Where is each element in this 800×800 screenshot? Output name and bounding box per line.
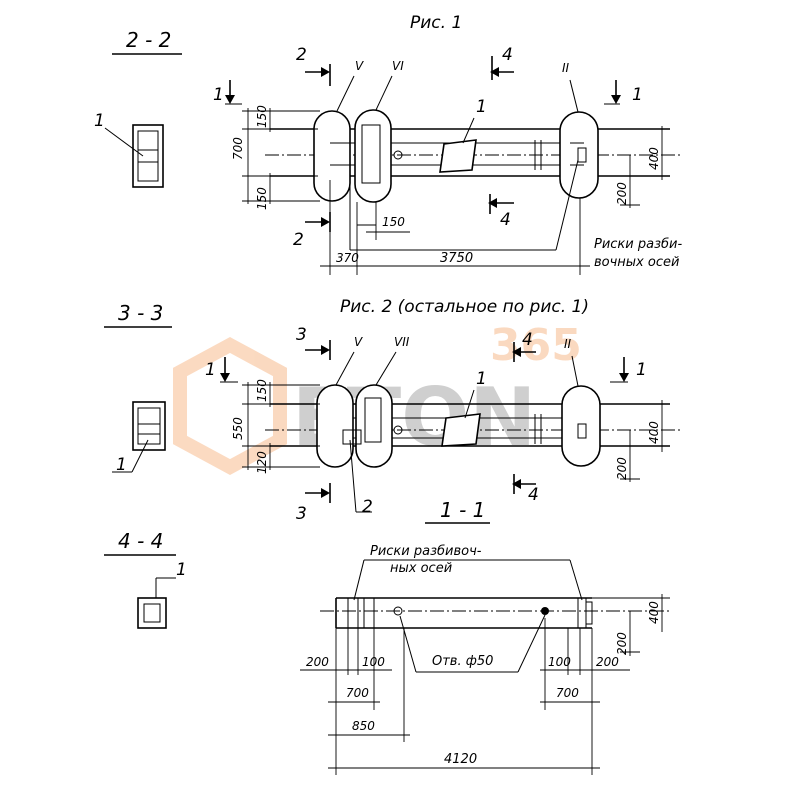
s11-dim-850: 850 <box>352 719 375 733</box>
section-4-4-callout-1: 1 <box>176 560 187 580</box>
fig1-support-mid <box>354 109 392 203</box>
fig2-dim-120: 120 <box>255 451 269 474</box>
fig1-dim-370: 370 <box>336 251 359 265</box>
section-1-1: 1 - 1 Риски разбивоч- ных осей Отв. ф50 … <box>300 498 670 775</box>
fig2-callout-2: 2 <box>362 497 373 517</box>
fig1-callout-vi: VI <box>392 59 404 73</box>
fig1-support-left <box>313 110 351 202</box>
fig1-dim-3750: 3750 <box>440 251 473 266</box>
section-2-2-callout-1: 1 <box>94 111 105 131</box>
fig2-section-1-right: 1 <box>636 360 647 380</box>
fig2-callout-v: V <box>354 335 363 349</box>
fig1-dim-200: 200 <box>615 182 629 205</box>
fig1-callout-v: V <box>355 59 364 73</box>
fig1-dim-700: 700 <box>231 137 245 160</box>
fig2-section-3-bottom: 3 <box>296 504 307 524</box>
fig2-title: Рис. 2 (остальное по рис. 1) <box>340 297 589 317</box>
fig2-support-left <box>316 384 354 468</box>
section-4-4: 4 - 4 1 <box>104 529 187 629</box>
fig1-section-1-right: 1 <box>632 85 643 105</box>
fig2-section-4-top: 4 <box>522 330 533 350</box>
fig2-callout-vii: VII <box>394 335 410 349</box>
fig1-section-1-left: 1 <box>213 85 224 105</box>
fig2-dim-550: 550 <box>231 417 245 440</box>
figure-2: Рис. 2 (остальное по рис. 1) 1 1 3 3 4 4 <box>205 297 680 524</box>
fig1-section-2-bottom: 2 <box>293 230 304 250</box>
section-4-4-title: 4 - 4 <box>118 529 163 553</box>
s11-note-line2: ных осей <box>390 561 452 576</box>
fig2-dim-150: 150 <box>255 379 269 402</box>
figure-1: Рис. 1 1 1 2 2 4 4 <box>213 13 682 275</box>
fig1-section-4-top: 4 <box>502 45 513 65</box>
section-3-3-callout-1: 1 <box>116 455 127 475</box>
fig1-note-line1: Риски разби- <box>594 237 682 252</box>
section-3-3: 3 - 3 1 <box>104 301 172 475</box>
s11-dim-400: 400 <box>647 601 661 624</box>
fig2-dim-400: 400 <box>647 421 661 444</box>
fig1-dim-150-bottom: 150 <box>255 187 269 210</box>
fig1-dim-150-top: 150 <box>255 105 269 128</box>
s11-dim-200-right: 200 <box>596 655 619 669</box>
s11-dim-700-left: 700 <box>346 686 369 700</box>
fig2-support-right <box>561 385 601 467</box>
fig2-section-3-top: 3 <box>296 325 307 345</box>
fig2-section-4-bottom: 4 <box>528 485 539 505</box>
s11-dim-4120: 4120 <box>444 752 477 767</box>
fig2-support-mid <box>355 384 393 468</box>
section-1-1-title: 1 - 1 <box>440 498 485 522</box>
fig1-title: Рис. 1 <box>410 13 462 33</box>
fig1-section-2-top: 2 <box>296 45 307 65</box>
s11-dim-100-left: 100 <box>362 655 385 669</box>
fig2-callout-ii: II <box>564 337 572 351</box>
fig1-support-right <box>559 111 599 199</box>
s11-dim-700-right: 700 <box>556 686 579 700</box>
fig1-callout-1: 1 <box>476 97 487 117</box>
fig1-dim-150-mid: 150 <box>382 215 405 229</box>
section-2-2-title: 2 - 2 <box>126 28 171 52</box>
watermark-number: 365 <box>490 320 582 371</box>
fig1-dim-400: 400 <box>647 147 661 170</box>
s11-dim-200-left: 200 <box>306 655 329 669</box>
s11-dim-100-right: 100 <box>548 655 571 669</box>
s11-hole-note: Отв. ф50 <box>432 654 493 669</box>
fig2-callout-1: 1 <box>476 369 487 389</box>
section-2-2: 2 - 2 1 <box>94 28 182 188</box>
fig1-note-line2: вочных осей <box>594 255 679 270</box>
fig2-dim-200: 200 <box>615 457 629 480</box>
fig1-section-4-bottom: 4 <box>500 210 511 230</box>
fig2-section-1-left: 1 <box>205 360 216 380</box>
fig1-callout-ii: II <box>562 61 570 75</box>
s11-dim-200: 200 <box>615 632 629 655</box>
s11-note-line1: Риски разбивоч- <box>370 544 482 559</box>
section-3-3-title: 3 - 3 <box>118 301 163 325</box>
watermark-hexagon-icon <box>173 337 287 475</box>
